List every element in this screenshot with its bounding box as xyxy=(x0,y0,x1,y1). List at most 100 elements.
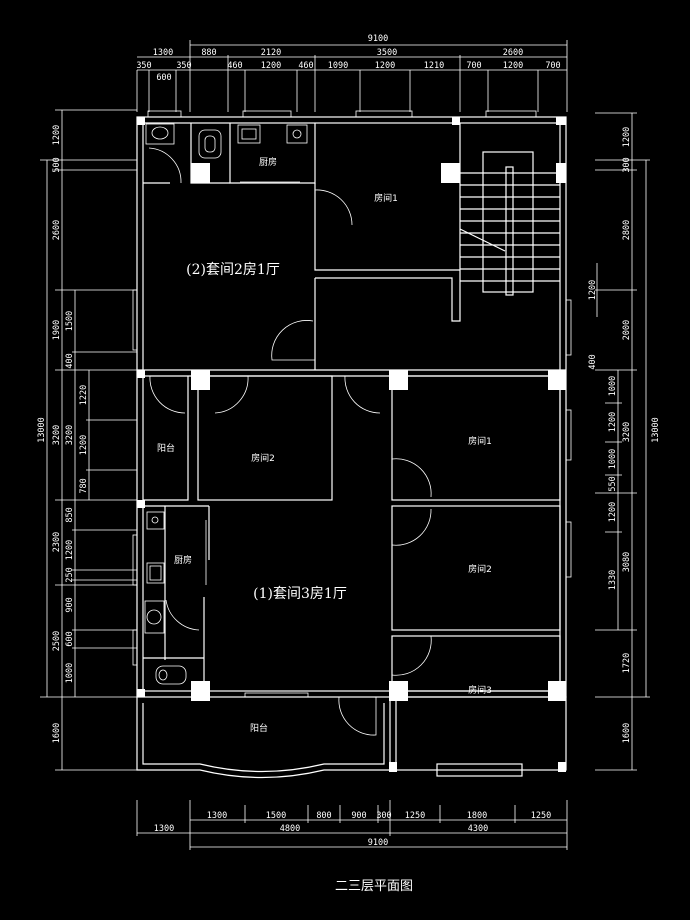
dim-bottom: 1500 xyxy=(266,811,286,821)
sink-icon xyxy=(237,124,261,144)
dim-left: 850 xyxy=(65,507,75,522)
dim-right: 1600 xyxy=(622,723,632,743)
dim-bottom: 300 xyxy=(376,811,391,821)
stove-icon xyxy=(286,124,308,144)
dim-right: 1000 xyxy=(608,376,618,396)
dim-left: 2500 xyxy=(52,631,62,651)
room-label-room2: 房间2 xyxy=(468,563,492,575)
sink-icon xyxy=(146,511,165,530)
columns xyxy=(137,117,566,772)
dim-top: 2120 xyxy=(261,48,281,58)
dim-left: 250 xyxy=(65,567,75,582)
bottom-dimension-lines xyxy=(136,800,568,850)
toilet-icon xyxy=(155,665,187,685)
dim-right: 1330 xyxy=(608,570,618,590)
dim-top: 3500 xyxy=(377,48,397,58)
dim-bottom: 800 xyxy=(316,811,331,821)
suite-label-2: (2)套间2房1厅 xyxy=(186,262,280,278)
dim-top: 700 xyxy=(466,61,481,71)
dim-left: 2300 xyxy=(52,532,62,552)
dim-right: 300 xyxy=(622,157,632,172)
windows xyxy=(132,110,572,698)
left-dimension-lines xyxy=(40,109,137,771)
drawing-title: 二三层平面图 xyxy=(335,879,413,894)
dim-left: 1220 xyxy=(79,385,89,405)
stove-icon xyxy=(146,562,165,584)
stair-treads xyxy=(459,172,560,282)
left-dimension-texts: 13000 1200 500 2600 1900 3200 2300 2500 … xyxy=(37,125,89,743)
dim-bottom: 4300 xyxy=(468,824,488,834)
fixtures xyxy=(144,123,308,685)
room-label-room1: 房间1 xyxy=(374,192,398,204)
dim-right: 400 xyxy=(588,354,598,369)
dim-left: 1200 xyxy=(79,435,89,455)
dim-bottom: 4800 xyxy=(280,824,300,834)
dim-left: 900 xyxy=(65,597,75,612)
dim-left: 500 xyxy=(52,157,62,172)
dim-top-total: 9100 xyxy=(368,34,388,44)
dim-bottom: 1250 xyxy=(405,811,425,821)
room-label-kitchen: 厨房 xyxy=(174,554,192,566)
dim-top: 1200 xyxy=(261,61,281,71)
dim-left: 1200 xyxy=(65,540,75,560)
dim-top: 1200 xyxy=(375,61,395,71)
dim-right: 3200 xyxy=(622,422,632,442)
dim-right: 3080 xyxy=(622,552,632,572)
toilet-icon xyxy=(198,129,222,159)
dim-left: 3200 xyxy=(52,425,62,445)
dim-top: 460 xyxy=(298,61,313,71)
dim-right: 2000 xyxy=(622,320,632,340)
dim-top: 350 xyxy=(136,61,151,71)
dim-top: 1090 xyxy=(328,61,348,71)
doors xyxy=(148,147,432,736)
dim-left: 1500 xyxy=(65,311,75,331)
dim-right: 1720 xyxy=(622,653,632,673)
dim-right: 550 xyxy=(608,476,618,491)
dim-right: 2800 xyxy=(622,220,632,240)
dim-left-total: 13000 xyxy=(37,417,47,443)
dim-top: 2600 xyxy=(503,48,523,58)
room-label-kitchen: 厨房 xyxy=(259,156,277,168)
dim-right: 1200 xyxy=(622,127,632,147)
dim-left: 1200 xyxy=(52,125,62,145)
dim-left: 2600 xyxy=(52,220,62,240)
top-dimension-lines xyxy=(136,40,568,112)
dim-right: 1000 xyxy=(608,449,618,469)
dim-top: 1200 xyxy=(503,61,523,71)
dim-left: 3200 xyxy=(65,425,75,445)
suite-label-1: (1)套间3房1厅 xyxy=(253,586,347,602)
dim-left: 400 xyxy=(65,353,75,368)
dim-bottom: 1300 xyxy=(207,811,227,821)
dim-top: 1210 xyxy=(424,61,444,71)
wash-basin-icon xyxy=(144,600,165,634)
dim-left: 1600 xyxy=(52,723,62,743)
right-dimension-texts: 13000 1200 300 2800 2000 3200 3080 1720 … xyxy=(588,127,661,743)
dim-bottom: 1800 xyxy=(467,811,487,821)
dim-top: 700 xyxy=(545,61,560,71)
room-label-room2: 房间2 xyxy=(251,452,275,464)
room-label-room3: 房间3 xyxy=(468,684,492,696)
room-label-balcony: 阳台 xyxy=(157,442,175,454)
wash-basin-icon xyxy=(145,123,175,145)
dim-bottom: 1250 xyxy=(531,811,551,821)
dim-left: 600 xyxy=(65,631,75,646)
dim-right: 1200 xyxy=(608,502,618,522)
dim-bottom: 900 xyxy=(351,811,366,821)
dim-right-total: 13000 xyxy=(651,417,661,443)
dim-top: 350 xyxy=(176,61,191,71)
dim-right: 1200 xyxy=(588,280,598,300)
room-label-room1: 房间1 xyxy=(468,435,492,447)
dim-bottom-total: 9100 xyxy=(368,838,388,848)
dim-top: 460 xyxy=(227,61,242,71)
dim-top: 1300 xyxy=(153,48,173,58)
dim-top: 880 xyxy=(201,48,216,58)
dim-top: 600 xyxy=(156,73,171,83)
dim-right: 1200 xyxy=(608,412,618,432)
dim-left: 780 xyxy=(79,478,89,493)
right-dimension-lines xyxy=(595,112,650,771)
dim-left: 1900 xyxy=(52,320,62,340)
dim-left: 1000 xyxy=(65,663,75,683)
room-label-balcony: 阳台 xyxy=(250,722,268,734)
walls xyxy=(136,116,567,779)
